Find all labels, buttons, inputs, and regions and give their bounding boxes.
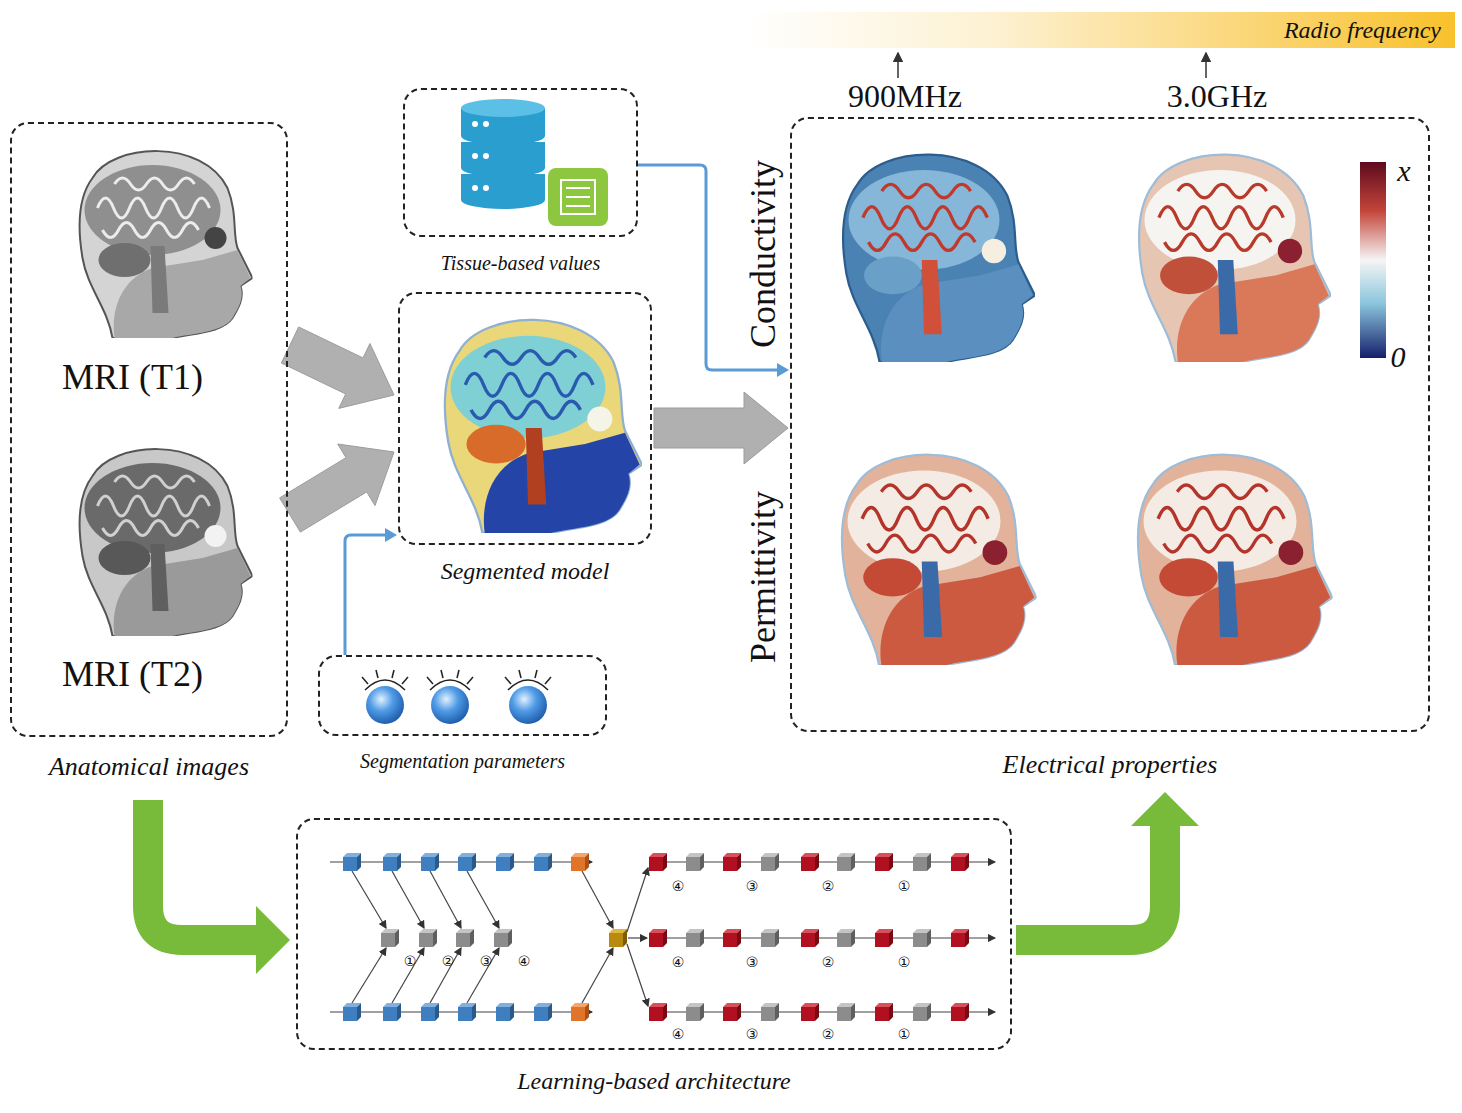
parameter-sphere (366, 686, 547, 724)
scale-label: x (1397, 154, 1410, 187)
arrow-head (1131, 792, 1199, 826)
callout-number: ③ (746, 1027, 759, 1042)
panel-caption: Anatomical images (49, 752, 249, 782)
scale-label: 0 (1391, 340, 1406, 373)
model-panel: Segmented model (398, 292, 652, 545)
callout-number: ④ (672, 1027, 685, 1042)
flow-arrow (280, 444, 394, 532)
network-links (330, 862, 995, 1012)
arrow-head (385, 528, 397, 542)
connector-line (148, 800, 263, 940)
row-title: Conductivity (743, 160, 784, 348)
flow-arrow (148, 800, 290, 974)
mri-head (80, 151, 253, 338)
callout-number: ① (898, 879, 911, 894)
color-bar (1360, 162, 1386, 358)
parameter-panel: Segmentation parameters (318, 655, 607, 736)
block-arrow (281, 327, 394, 408)
mri-head (80, 449, 253, 636)
callout-number: ② (822, 1027, 835, 1042)
connector-line (1016, 819, 1165, 940)
flow-arrow (345, 528, 397, 655)
callout-number: ③ (746, 879, 759, 894)
panel-caption: Electrical properties (1003, 750, 1218, 780)
arrow-head (256, 906, 290, 974)
callout-number: ① (898, 1027, 911, 1042)
callout-number: ④ (672, 955, 685, 970)
permittivity-map (842, 455, 1037, 665)
panel-caption: Segmented model (441, 558, 610, 586)
band-label: Radio frequency (1284, 12, 1441, 48)
image-panel: MRI (T1)MRI (T2)Anatomical images (10, 122, 288, 737)
network-panel: Learning-based architecture (296, 818, 1012, 1050)
image-label: MRI (T1) (62, 357, 203, 398)
callout-number: ① (404, 954, 417, 969)
database-icon (461, 99, 608, 226)
conductivity-map (843, 155, 1035, 362)
block-arrow (280, 444, 394, 532)
callout-number: ② (442, 954, 455, 969)
panel-caption: Tissue-based values (441, 252, 600, 275)
frequency-label: 3.0GHz (1167, 79, 1267, 114)
database-panel: Tissue-based values (403, 88, 638, 237)
arrow-head (777, 363, 789, 377)
panel-caption: Learning-based architecture (517, 1068, 791, 1096)
callout-number: ② (822, 955, 835, 970)
segmented-head (445, 320, 642, 533)
network-layer (343, 853, 969, 1021)
flow-arrow (281, 327, 394, 408)
callout-number: ③ (480, 954, 493, 969)
callout-number: ④ (518, 954, 531, 969)
frequency-band: Radio frequency (745, 12, 1455, 48)
flow-arrow (654, 392, 788, 464)
frequency-label: 900MHz (848, 79, 962, 114)
callout-number: ④ (672, 879, 685, 894)
flow-arrow (1016, 792, 1199, 940)
panel-caption: Segmentation parameters (360, 750, 565, 773)
conductivity-map (1139, 155, 1331, 362)
connector-line (345, 535, 387, 655)
permittivity-map (1138, 455, 1333, 665)
row-title: Permittivity (743, 491, 784, 663)
callout-number: ① (898, 955, 911, 970)
frequency-tick (898, 53, 1206, 78)
callout-number: ② (822, 879, 835, 894)
callout-number: ③ (746, 955, 759, 970)
block-arrow (654, 392, 788, 464)
image-label: MRI (T2) (62, 654, 203, 695)
properties-panel: ConductivityPermittivityElectrical prope… (790, 117, 1430, 732)
